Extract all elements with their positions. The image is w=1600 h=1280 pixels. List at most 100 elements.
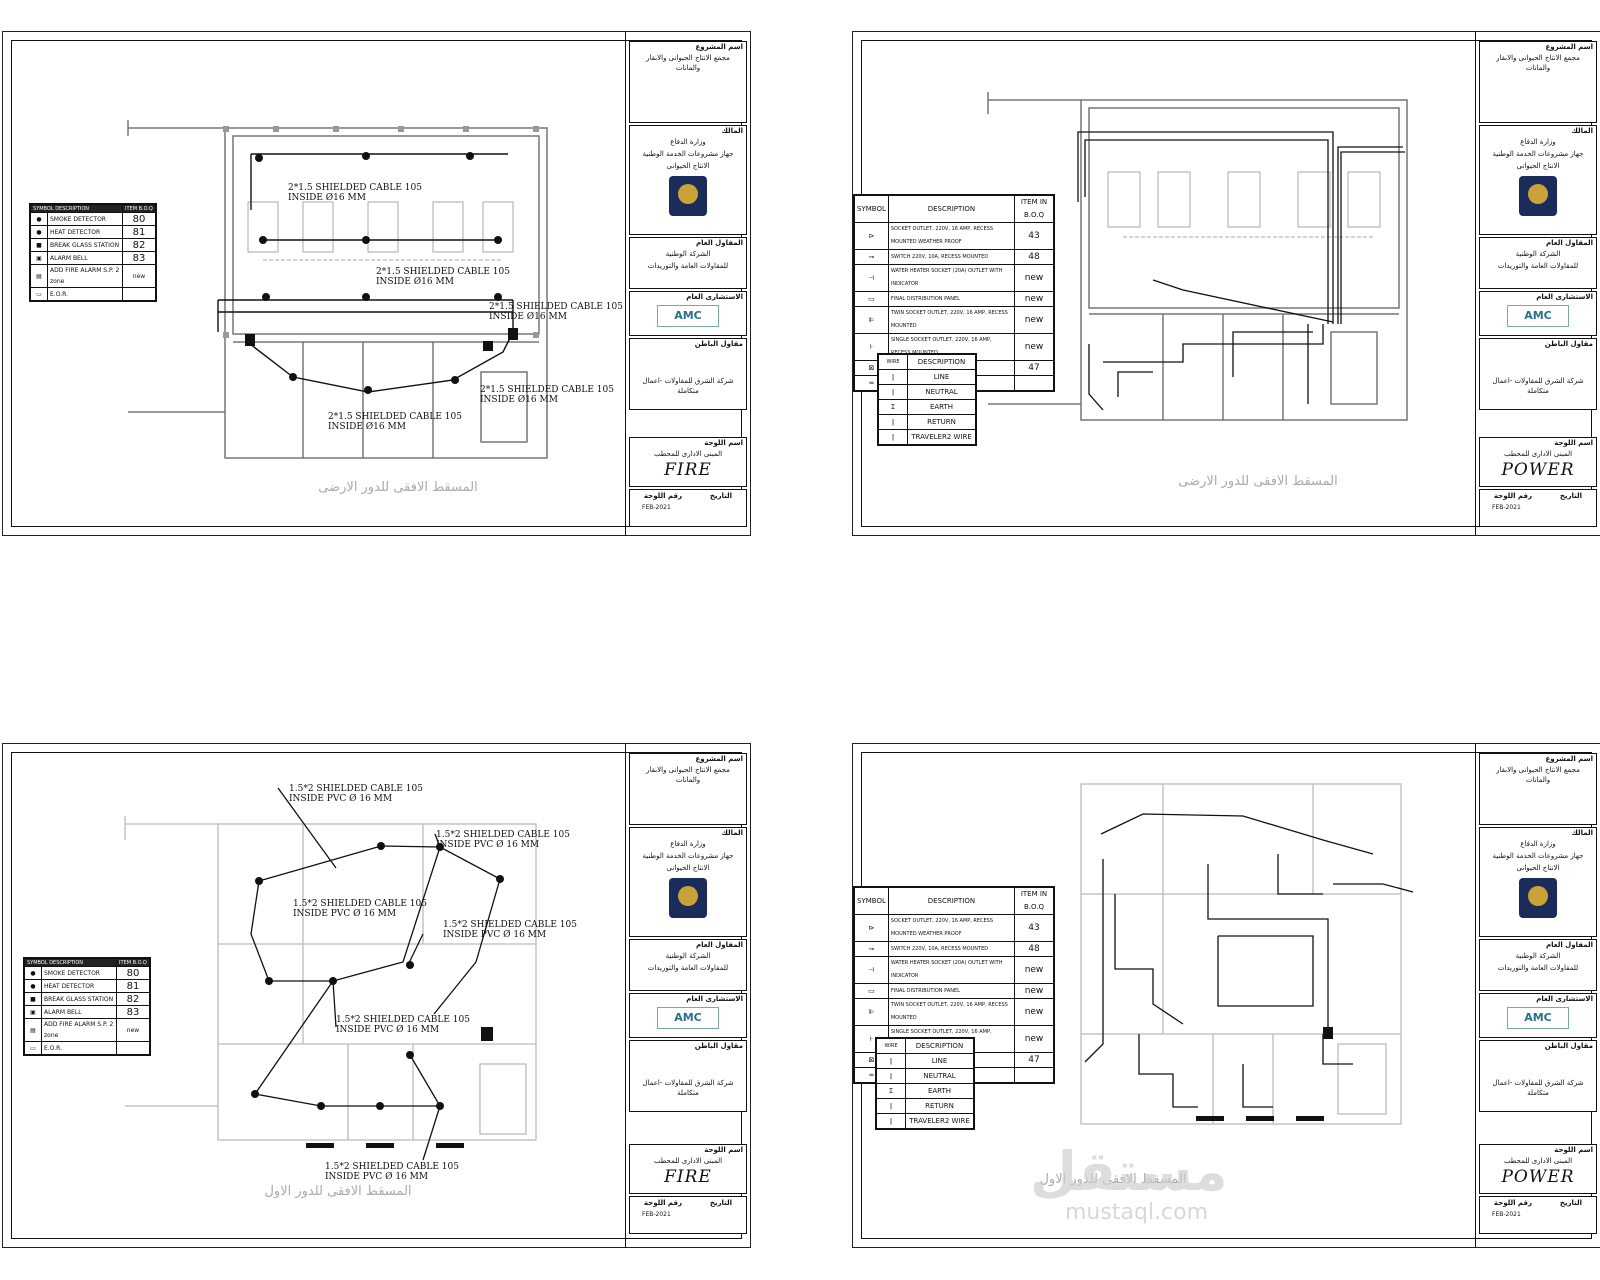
project-box: اسم المشروع مجمع الانتاج الحيوانى والابق… [1479, 41, 1597, 123]
power-legend-desc: SWITCH 220V, 10A, RECESS MOUNTED [887, 941, 1016, 957]
cable-conduit-text: INSIDE PVC Ø 16 MM [325, 1172, 429, 1182]
power-legend-item: new [1014, 306, 1054, 334]
switch-icon: ⊸ [854, 249, 889, 265]
power-legend-item: 43 [1014, 222, 1054, 250]
main-contractor-line: للمقاولات العامة والتوريدات [1497, 964, 1579, 972]
owner-box: المالك وزارة الدفاع جهاز مشروعات الخدمة … [629, 827, 747, 937]
owner-line: جهاز مشروعات الخدمة الوطنية [642, 852, 734, 860]
project-box: اسم المشروع مجمع الانتاج الحيوانى والابق… [629, 41, 747, 123]
power-legend-item: 47 [1014, 360, 1054, 376]
owner-line: جهاز مشروعات الخدمة الوطنية [642, 150, 734, 158]
cable-conduit-text: INSIDE PVC Ø 16 MM [289, 794, 393, 804]
title-block: اسم المشروع مجمع الانتاج الحيوانى والابق… [625, 744, 750, 1247]
power-legend-row: ⊫TWIN SOCKET OUTLET, 220V, 16 AMP, RECES… [854, 306, 1054, 334]
sheet-name-box: اسم اللوحة المبنى الادارى للمحطب FIRE [629, 437, 747, 487]
cable-label-text: 1.5*2 SHIELDED CABLE 105 [436, 830, 570, 840]
weatherproof-socket-icon: ⊳ [854, 222, 889, 250]
power-legend-item [1014, 375, 1054, 391]
power-legend-item: 48 [1014, 941, 1054, 957]
traveler-wire-icon: ǀ [878, 429, 908, 445]
power-legend-desc: SOCKET OUTLET, 220V, 16 AMP, RECESS MOUN… [887, 914, 1016, 942]
legend-desc: HEAT DETECTOR [47, 225, 123, 239]
legend-item: 83 [122, 251, 156, 265]
consultant-label: الاستشارى العام [686, 995, 743, 1003]
water-heater-socket-icon: ⊣ [854, 956, 889, 984]
wire-legend-header-symbol: WIRE [876, 1038, 906, 1054]
main-contractor-box: المقاول العام الشركة الوطنية للمقاولات ا… [629, 939, 747, 991]
project-label: اسم المشروع [1545, 43, 1593, 51]
distribution-panel-icon: ▭ [854, 983, 889, 999]
date-box: رقم اللوحة التاريخ FEB-2021 [1479, 489, 1597, 527]
owner-line: وزارة الدفاع [670, 840, 706, 848]
power-legend-item: 47 [1014, 1052, 1054, 1068]
sheet-caption: المسقط الافقى للدور الاول [1039, 1172, 1187, 1187]
legend-header-qty: ITEM B.O.Q [122, 204, 156, 213]
owner-label: المالك [1571, 127, 1594, 135]
owner-line: الانتاج الحيوانى [1516, 864, 1560, 872]
main-contractor-label: المقاول العام [696, 239, 743, 247]
project-name: مجمع الانتاج الحيوانى والابقار والمانات [646, 766, 730, 784]
sheet-name: المبنى الادارى للمحطب [1503, 1157, 1573, 1165]
power-legend-row: ⊫TWIN SOCKET OUTLET, 220V, 16 AMP, RECES… [854, 998, 1054, 1026]
date-label: التاريخ [1559, 492, 1583, 500]
power-legend-desc: SOCKET OUTLET, 220V, 16 AMP, RECESS MOUN… [887, 222, 1016, 250]
legend-item: 80 [122, 212, 156, 226]
wire-legend-desc: RETURN [907, 414, 976, 430]
title-block: اسم المشروع مجمع الانتاج الحيوانى والابق… [1475, 32, 1600, 535]
drawing-no-label: رقم اللوحة [1493, 1199, 1533, 1207]
owner-line: جهاز مشروعات الخدمة الوطنية [1492, 852, 1584, 860]
owner-line: وزارة الدفاع [1520, 138, 1556, 146]
owner-label: المالك [721, 829, 744, 837]
power-legend-item: new [1014, 998, 1054, 1026]
owner-label: المالك [721, 127, 744, 135]
title-block: اسم المشروع مجمع الانتاج الحيوانى والابق… [625, 32, 750, 535]
consultant-box: الاستشارى العام AMC [629, 993, 747, 1038]
fire-panel-icon: ▤ [24, 1018, 42, 1042]
sub-contractor-box: مقاول الباطن شركة الشرق للمقاولات -اعمال… [1479, 1040, 1597, 1112]
owner-line: وزارة الدفاع [1520, 840, 1556, 848]
power-legend-item: new [1014, 956, 1054, 984]
heat-detector-icon: ● [24, 979, 42, 993]
date-label: التاريخ [709, 1199, 733, 1207]
legend-row: ▭E.O.R. [30, 287, 156, 301]
cable-conduit-text: INSIDE PVC Ø 16 MM [293, 909, 397, 919]
sub-contractor-logo-icon [1480, 349, 1596, 375]
power-legend-header-desc: DESCRIPTION [887, 195, 1016, 223]
sub-contractor-box: مقاول الباطن شركة الشرق للمقاولات -اعمال… [629, 338, 747, 410]
cable-label-text: 1.5*2 SHIELDED CABLE 105 [289, 784, 423, 794]
date-box: رقم اللوحة التاريخ FEB-2021 [1479, 1196, 1597, 1234]
amc-logo-icon: AMC [1507, 1007, 1569, 1029]
break-glass-icon: ■ [30, 238, 48, 252]
line-wire-icon: ǀ [876, 1053, 906, 1069]
sheet-caption: المسقط الافقى للدور الاول [264, 1184, 412, 1199]
cable-conduit-text: INSIDE PVC Ø 16 MM [436, 840, 540, 850]
date-box: رقم اللوحة التاريخ FEB-2021 [629, 1196, 747, 1234]
project-name: مجمع الانتاج الحيوانى والابقار والمانات [1496, 766, 1580, 784]
power-legend-item: new [1014, 1025, 1054, 1053]
power-legend-header-item: ITEM IN B.O.Q [1014, 195, 1054, 223]
twin-socket-icon: ⊫ [854, 998, 889, 1026]
legend-desc: ADD FIRE ALARM S.P. 2 zone [47, 264, 123, 288]
sub-contractor-box: مقاول الباطن شركة الشرق للمقاولات -اعمال… [629, 1040, 747, 1112]
cable-conduit-text: INSIDE Ø16 MM [328, 422, 406, 432]
twin-socket-icon: ⊫ [854, 306, 889, 334]
cable-label-text: 1.5*2 SHIELDED CABLE 105 [336, 1015, 470, 1025]
main-contractor-line: الشركة الوطنية [665, 250, 711, 258]
main-contractor-box: المقاول العام الشركة الوطنية للمقاولات ا… [1479, 237, 1597, 289]
consultant-box: الاستشارى العام AMC [1479, 993, 1597, 1038]
legend-desc: BREAK GLASS STATION [47, 238, 123, 252]
project-label: اسم المشروع [1545, 755, 1593, 763]
owner-line: الانتاج الحيوانى [666, 864, 710, 872]
